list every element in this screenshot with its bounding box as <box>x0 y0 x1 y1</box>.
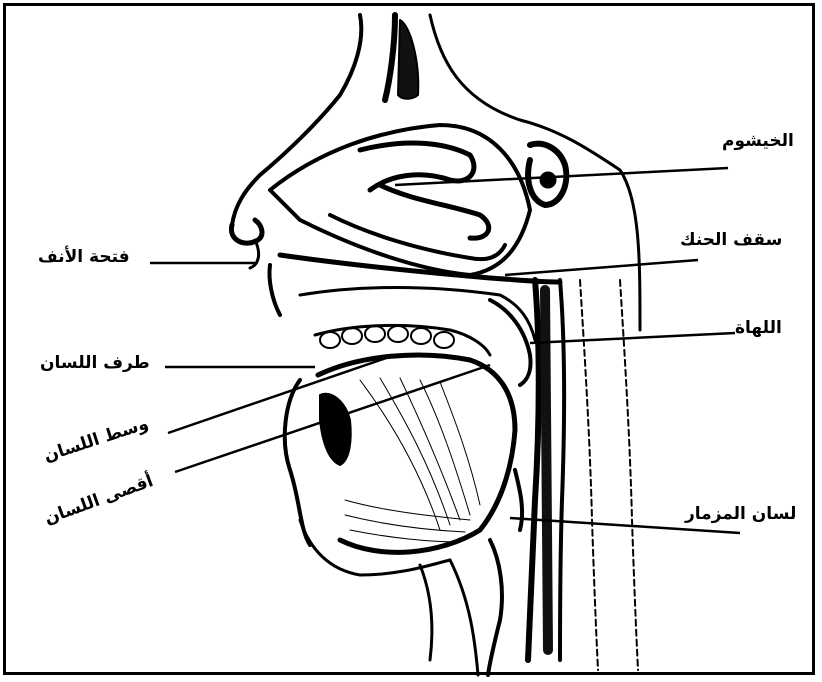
label-nasal-cavity: الخيشوم <box>722 133 794 150</box>
leader-palate <box>505 260 698 275</box>
nasal-turbinate-middle <box>380 185 489 238</box>
label-nostril: فتحة الأنف <box>38 249 130 266</box>
hyoid <box>420 565 432 660</box>
leader-uvula <box>530 333 735 343</box>
pharynx-channel <box>545 290 548 650</box>
label-epiglottis: لسان المزمار <box>685 506 796 523</box>
tongue-muscle-fibers <box>345 378 480 542</box>
label-tongue-tip: طرف اللسان <box>40 355 150 372</box>
nasal-bone-inner <box>385 15 395 100</box>
nose-tip <box>231 220 262 243</box>
upper-lip <box>269 265 280 315</box>
neck-front <box>450 560 478 675</box>
mouth-opening <box>320 394 351 465</box>
larynx <box>488 540 502 675</box>
nasal-cavity-outline <box>270 125 530 275</box>
sinus-dot <box>540 172 556 188</box>
frontal-sinus <box>398 20 418 99</box>
label-uvula: اللهاة <box>735 320 782 337</box>
label-palate: سقف الحنك <box>680 232 782 249</box>
hard-palate <box>280 255 560 282</box>
soft-palate <box>490 300 531 385</box>
pharynx-wall-back <box>560 280 564 660</box>
epiglottis <box>515 470 522 530</box>
spine-front <box>580 280 598 670</box>
lower-lip <box>285 380 310 545</box>
nasal-bridge <box>232 15 361 225</box>
